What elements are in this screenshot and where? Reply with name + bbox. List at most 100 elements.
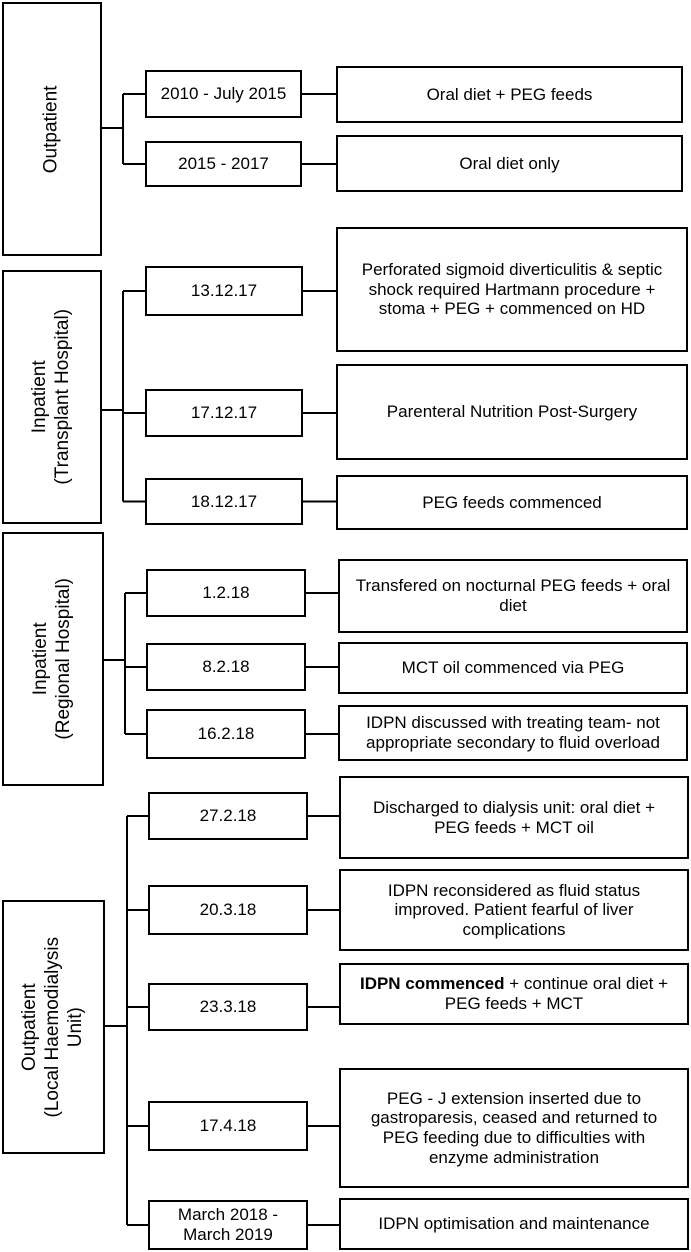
description-text: MCT oil commenced via PEG: [401, 658, 625, 678]
date-text: 1.2.18: [202, 583, 250, 603]
description-line: enzyme administration: [371, 1148, 657, 1168]
date-box: 1.2.18: [146, 569, 306, 617]
description-box: IDPN optimisation and maintenance: [339, 1198, 689, 1250]
section-box: Inpatient(Regional Hospital): [2, 532, 104, 786]
description-line: shock required Hartmann procedure +: [362, 280, 662, 300]
description-line: IDPN optimisation and maintenance: [378, 1214, 649, 1234]
description-line: Oral diet only: [459, 154, 559, 174]
date-text: March 2019: [183, 1225, 273, 1244]
description-box: PEG feeds commenced: [336, 475, 688, 530]
date-box: 2010 - July 2015: [145, 70, 302, 118]
description-line: diet: [356, 596, 671, 616]
section-label-line: Unit): [64, 1006, 86, 1048]
date-box: 17.12.17: [145, 389, 303, 437]
description-line: IDPN commenced + continue oral diet +: [360, 974, 668, 994]
description-text: + continue oral diet +: [504, 974, 669, 994]
section-label: Inpatient(Transplant Hospital): [29, 309, 75, 485]
description-text: Discharged to dialysis unit: oral diet +: [372, 797, 656, 817]
date-box: 16.2.18: [146, 709, 306, 759]
description-text: complications: [462, 919, 566, 939]
section-label-line: Inpatient: [30, 622, 52, 696]
description-text: diet: [499, 596, 527, 615]
date-text: 17.12.17: [190, 403, 258, 423]
description-text: enzyme administration: [428, 1147, 600, 1167]
date-text: 18.12.17: [190, 491, 258, 511]
section-label-line: (Local Haemodialysis: [42, 936, 64, 1118]
description-box: IDPN commenced + continue oral diet +PEG…: [339, 963, 689, 1025]
date-box: March 2018 -March 2019: [148, 1200, 308, 1250]
description-line: PEG - J extension inserted due to: [371, 1089, 657, 1109]
description-line: gastroparesis, ceased and returned to: [371, 1108, 657, 1128]
description-text: PEG - J extension inserted due to: [386, 1088, 642, 1108]
description-text: improved. Patient fearful of liver: [394, 900, 634, 920]
description-text: gastroparesis, ceased and returned to: [370, 1108, 658, 1128]
description-line: Parenteral Nutrition Post-Surgery: [387, 402, 637, 422]
date-text: 2010 - July 2015: [160, 84, 287, 104]
description-text: IDPN reconsidered as fluid status: [387, 880, 641, 900]
date-box: 8.2.18: [146, 643, 306, 691]
date-text: 27.2.18: [199, 806, 257, 826]
section-box: Outpatient: [2, 2, 102, 256]
description-line: IDPN discussed with treating team- not: [366, 713, 660, 733]
description-text: Oral diet + PEG feeds: [426, 84, 593, 104]
description-text: Transfered on nocturnal PEG feeds + oral: [355, 576, 671, 596]
description-box: Perforated sigmoid diverticulitis & sept…: [336, 227, 688, 352]
date-box: 2015 - 2017: [145, 141, 302, 187]
description-line: Transfered on nocturnal PEG feeds + oral: [356, 576, 671, 596]
description-box: Parenteral Nutrition Post-Surgery: [336, 364, 688, 460]
date-text: 16.2.18: [197, 724, 255, 744]
section-label-line: Outpatient: [40, 85, 62, 173]
date-text: 2015 - 2017: [178, 154, 269, 174]
description-line: appropriate secondary to fluid overload: [366, 733, 660, 753]
description-text: PEG feeds + MCT: [444, 994, 584, 1013]
date-box: 23.3.18: [148, 983, 308, 1031]
date-box: 27.2.18: [148, 792, 308, 840]
date-box: 17.4.18: [148, 1101, 308, 1151]
description-text: PEG feeding due to difficulties with: [382, 1128, 646, 1147]
date-box: 18.12.17: [145, 478, 303, 525]
description-line: IDPN reconsidered as fluid status: [388, 881, 640, 901]
description-line: PEG feeds + MCT oil: [373, 818, 655, 838]
description-line: Oral diet + PEG feeds: [427, 85, 593, 105]
description-box: MCT oil commenced via PEG: [338, 642, 688, 694]
description-text: appropriate secondary to fluid overload: [366, 733, 660, 752]
description-text: stoma + PEG + commenced on HD: [378, 299, 646, 319]
section-label-line: (Transplant Hospital): [52, 309, 74, 485]
date-text: 20.3.18: [199, 900, 257, 920]
description-line: PEG feeds commenced: [422, 493, 602, 513]
description-text: PEG feeds commenced: [422, 492, 602, 512]
description-box: Discharged to dialysis unit: oral diet +…: [339, 776, 689, 859]
date-text: 23.3.18: [199, 997, 257, 1017]
section-label-line: Outpatient: [19, 983, 41, 1071]
section-box: Inpatient(Transplant Hospital): [2, 270, 102, 524]
date-text: 13.12.17: [190, 281, 258, 301]
date-box: 20.3.18: [148, 885, 308, 935]
description-text: Perforated sigmoid diverticulitis & sept…: [361, 260, 663, 280]
date-box: 13.12.17: [145, 266, 303, 316]
description-line: PEG feeding due to difficulties with: [371, 1128, 657, 1148]
description-line: PEG feeds + MCT: [360, 994, 668, 1014]
description-text: Parenteral Nutrition Post-Surgery: [386, 402, 638, 422]
description-text: IDPN optimisation and maintenance: [378, 1214, 650, 1234]
description-text: IDPN discussed with treating team- not: [366, 713, 660, 733]
date-text: 17.4.18: [199, 1116, 257, 1136]
description-box: Transfered on nocturnal PEG feeds + oral…: [338, 559, 688, 633]
description-text: shock required Hartmann procedure +: [368, 279, 656, 299]
description-line: complications: [388, 920, 640, 940]
description-text: Oral diet only: [459, 153, 560, 173]
description-box: Oral diet + PEG feeds: [336, 66, 683, 123]
description-line: MCT oil commenced via PEG: [402, 658, 625, 678]
description-line: Discharged to dialysis unit: oral diet +: [373, 798, 655, 818]
description-line: improved. Patient fearful of liver: [388, 900, 640, 920]
section-label: Inpatient(Regional Hospital): [30, 578, 76, 740]
section-label-line: (Regional Hospital): [53, 578, 75, 740]
description-text: PEG feeds + MCT oil: [434, 817, 594, 837]
description-line: stoma + PEG + commenced on HD: [362, 299, 662, 319]
